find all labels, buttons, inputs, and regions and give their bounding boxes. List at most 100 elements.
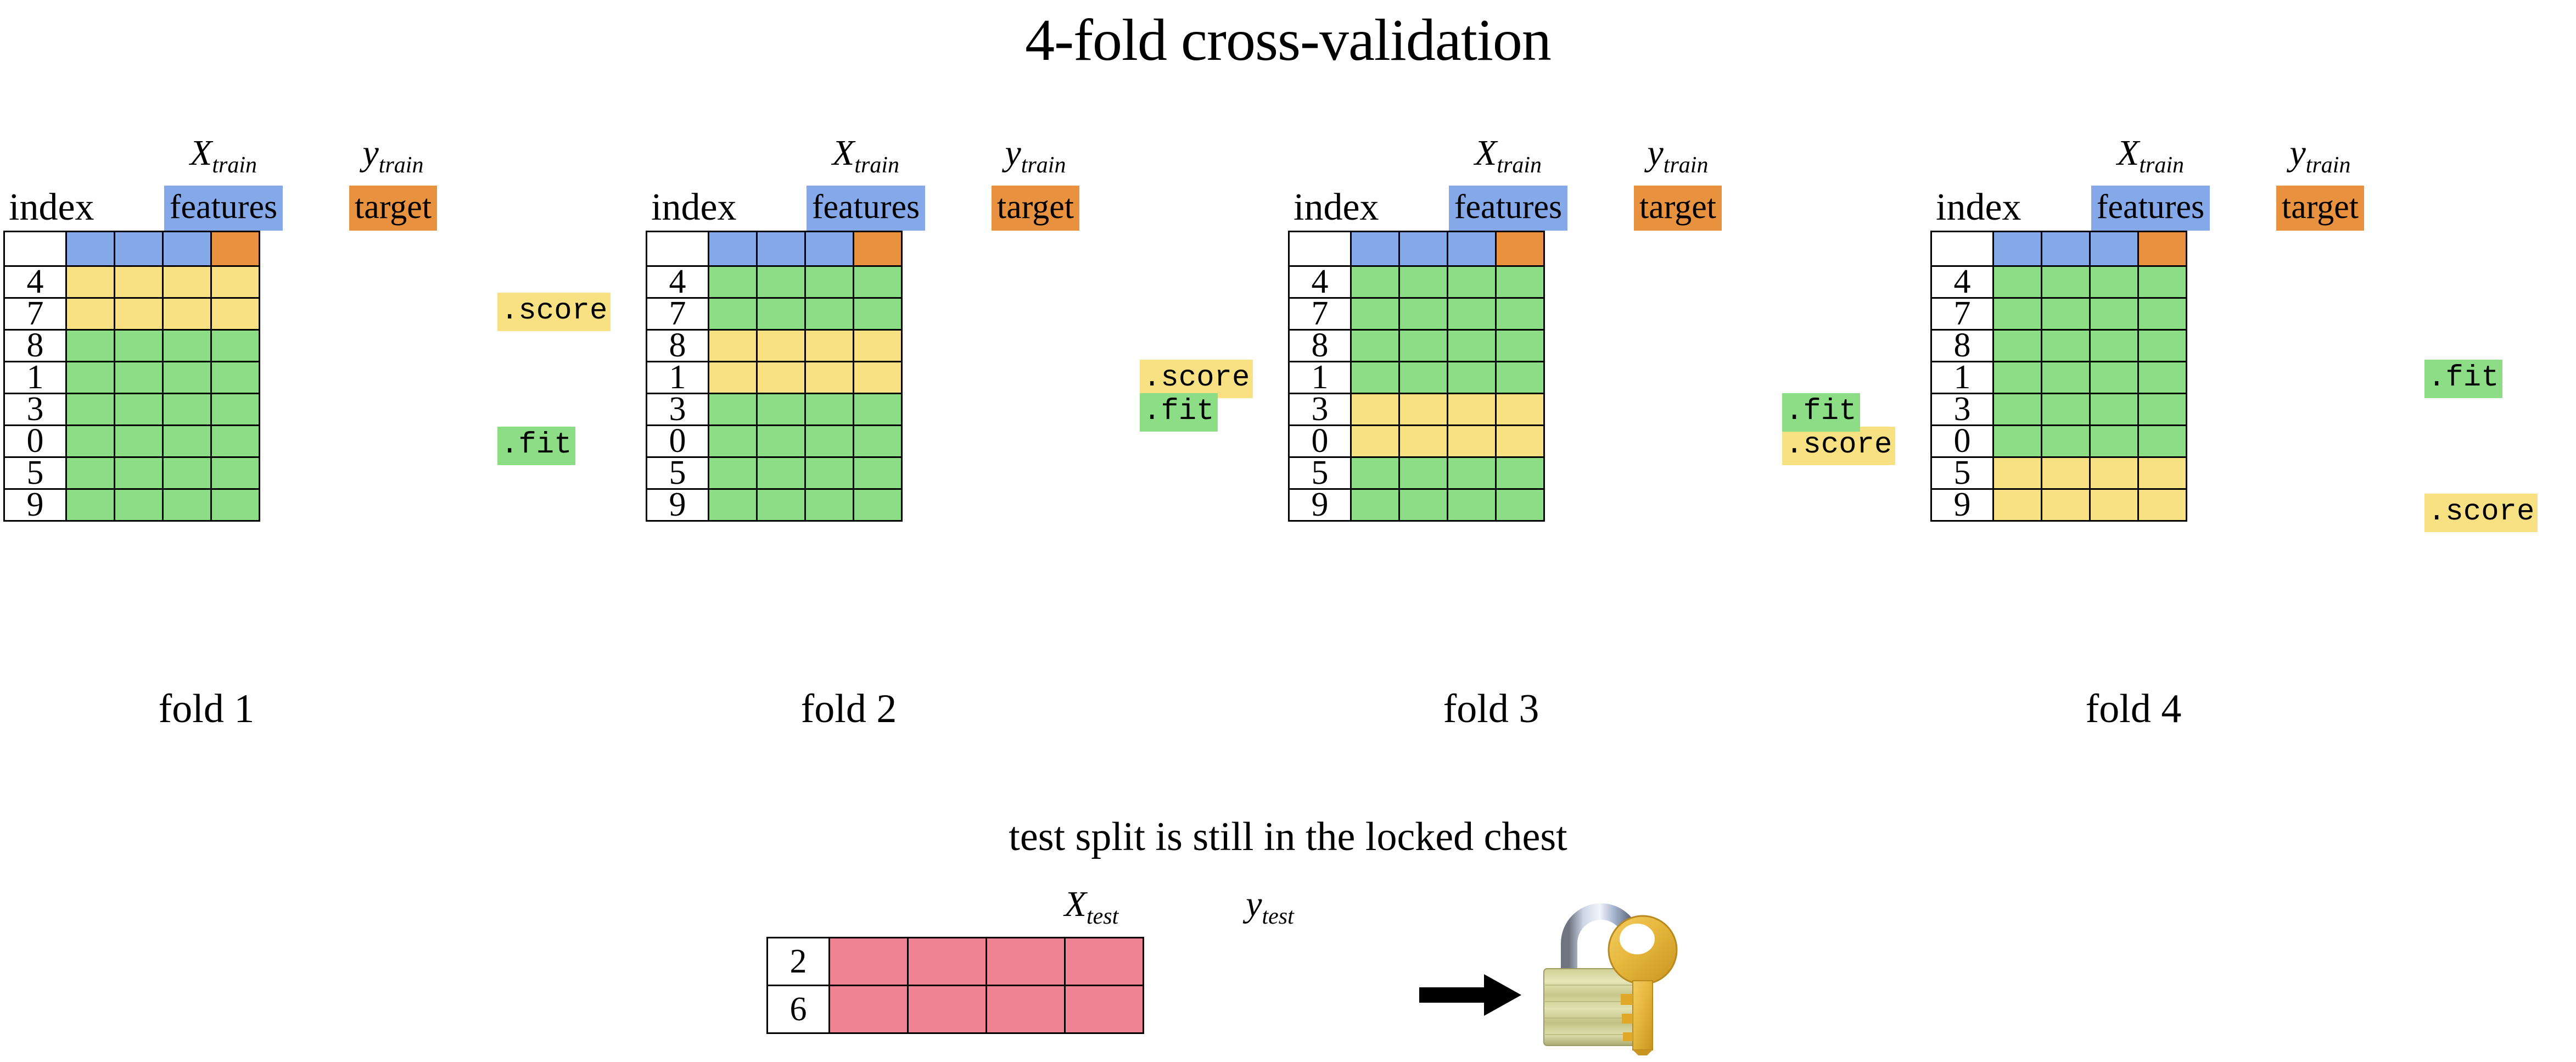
target-cell: [853, 361, 903, 394]
x-test-header: Xtest: [1020, 885, 1163, 937]
feature-cell: [1398, 393, 1448, 426]
table-row: 1: [3, 360, 260, 394]
row-index-cell: 9: [646, 488, 709, 522]
feature-cell: [162, 393, 212, 426]
feature-cell: [1447, 488, 1497, 522]
feature-cell: [1447, 297, 1497, 331]
feature-cell: [708, 393, 758, 426]
row-index-cell: 4: [1930, 265, 1994, 299]
feature-cell: [708, 265, 758, 299]
feature-cell: [708, 361, 758, 394]
fold-caption: fold 3: [1443, 686, 1539, 731]
table-color-header-row: [646, 231, 903, 267]
table-row: 7: [3, 297, 260, 331]
row-index-cell: 5: [3, 456, 67, 490]
target-cell: [2137, 361, 2187, 394]
row-index-cell: 7: [646, 297, 709, 331]
feature-cell: [1398, 361, 1448, 394]
target-cell: [853, 329, 903, 362]
test-feature-cell: [907, 937, 987, 986]
row-index-cell: 8: [3, 328, 67, 362]
header-feature-cell: [756, 231, 806, 267]
table-row: 4: [646, 265, 903, 299]
feature-cell: [804, 424, 854, 458]
target-cell: [1495, 393, 1545, 426]
header-feature-cell: [162, 231, 212, 267]
header-target-cell: [853, 231, 903, 267]
features-chip: features: [164, 186, 283, 231]
feature-cell: [1350, 393, 1400, 426]
feature-cell: [114, 456, 164, 490]
feature-cell: [1992, 424, 2042, 458]
feature-cell: [804, 361, 854, 394]
target-chip: target: [349, 186, 437, 231]
table-row: 0: [646, 424, 903, 458]
feature-cell: [756, 424, 806, 458]
row-index-cell: 1: [1288, 360, 1352, 394]
target-cell: [1495, 424, 1545, 458]
feature-cell: [756, 393, 806, 426]
index-column-label: index: [9, 186, 94, 228]
feature-cell: [1398, 456, 1448, 490]
feature-cell: [114, 329, 164, 362]
row-index-cell: 0: [646, 424, 709, 458]
row-index-cell: 3: [646, 392, 709, 426]
feature-cell: [804, 297, 854, 331]
row-index-cell: 0: [1288, 424, 1352, 458]
feature-cell: [1398, 488, 1448, 522]
table-row: 8: [646, 328, 903, 362]
features-chip: features: [2091, 186, 2210, 231]
score-annotation: .score: [2424, 494, 2538, 532]
feature-cell: [708, 424, 758, 458]
feature-cell: [65, 361, 115, 394]
table-row: 5: [3, 456, 260, 490]
table-row: 8: [3, 328, 260, 362]
fit-annotation: .fit: [497, 427, 575, 465]
target-cell: [2137, 456, 2187, 490]
row-index-cell: 5: [646, 456, 709, 490]
feature-cell: [114, 297, 164, 331]
target-chip: target: [2276, 186, 2364, 231]
table-row: 1: [1288, 360, 1545, 394]
feature-cell: [2041, 424, 2091, 458]
feature-cell: [756, 329, 806, 362]
row-index-cell: 3: [3, 392, 67, 426]
table-row: 9: [3, 488, 260, 522]
feature-cell: [708, 488, 758, 522]
table-row: 9: [1930, 488, 2187, 522]
feature-cell: [1447, 424, 1497, 458]
target-cell: [1495, 456, 1545, 490]
row-index-cell: 3: [1288, 392, 1352, 426]
table-row: 8: [1930, 328, 2187, 362]
header-feature-cell: [1350, 231, 1400, 267]
x-train-label: Xtrain: [189, 132, 257, 178]
test-feature-cell: [828, 985, 909, 1034]
feature-cell: [162, 329, 212, 362]
table-row: 1: [1930, 360, 2187, 394]
table-row: 0: [3, 424, 260, 458]
row-index-cell: 9: [1288, 488, 1352, 522]
table-row: 0: [1288, 424, 1545, 458]
feature-cell: [2041, 265, 2091, 299]
table-row: 3: [3, 392, 260, 426]
feature-cell: [162, 361, 212, 394]
feature-cell: [756, 488, 806, 522]
header-target-cell: [2137, 231, 2187, 267]
table-color-header-row: [1930, 231, 2187, 267]
target-cell: [853, 265, 903, 299]
row-index-cell: 1: [646, 360, 709, 394]
feature-cell: [162, 424, 212, 458]
row-index-cell: 8: [646, 328, 709, 362]
feature-cell: [162, 297, 212, 331]
feature-cell: [1398, 329, 1448, 362]
table-row: 3: [1288, 392, 1545, 426]
feature-cell: [2089, 297, 2139, 331]
